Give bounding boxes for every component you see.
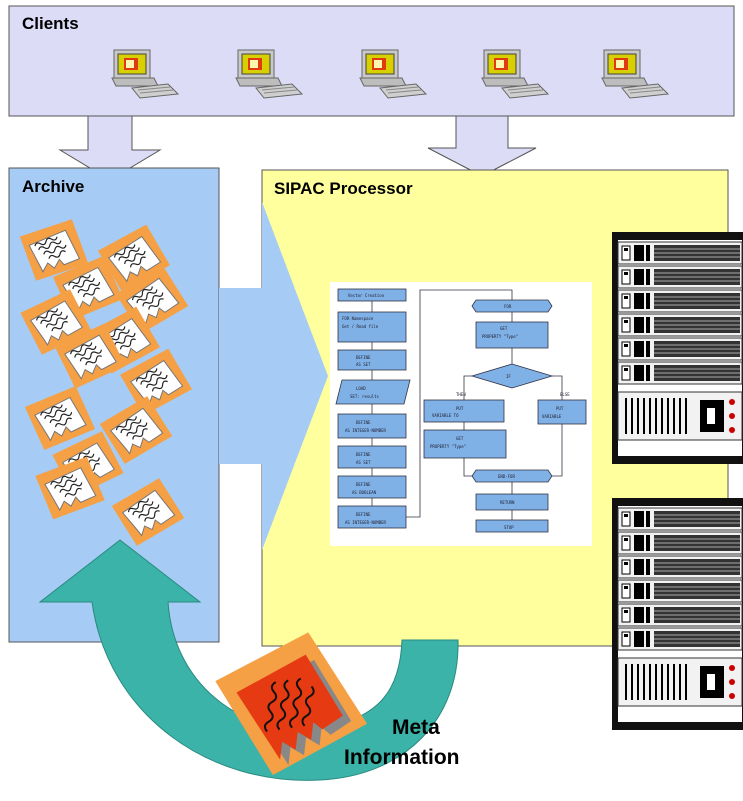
svg-text:STOP: STOP <box>504 525 514 530</box>
meta-document-icon <box>215 632 368 776</box>
svg-text:VARIABLE TO: VARIABLE TO <box>432 413 459 418</box>
svg-text:PUT: PUT <box>456 406 464 411</box>
svg-text:Get / Read file: Get / Read file <box>342 324 379 329</box>
svg-text:DEFINE: DEFINE <box>356 512 371 517</box>
svg-text:THEN: THEN <box>456 392 466 397</box>
svg-text:SET: results: SET: results <box>350 394 379 399</box>
clients-to-processor-arrow <box>427 115 537 177</box>
svg-text:PROPERTY "Type": PROPERTY "Type" <box>482 334 518 339</box>
svg-text:LOAD: LOAD <box>356 386 366 391</box>
svg-text:AS SET: AS SET <box>356 362 371 367</box>
meta-label-line1: Meta <box>392 716 440 739</box>
svg-text:ELSE: ELSE <box>560 392 570 397</box>
clients-label: Clients <box>22 14 79 33</box>
svg-text:DEFINE: DEFINE <box>356 355 371 360</box>
archive-to-processor-arrow <box>219 202 328 550</box>
svg-text:DEFINE: DEFINE <box>356 452 371 457</box>
svg-text:RETURN: RETURN <box>500 500 515 505</box>
svg-text:AS BOOLEAN: AS BOOLEAN <box>352 490 377 495</box>
clients-to-archive-arrow <box>58 115 162 181</box>
server-rack-icon <box>612 232 743 464</box>
svg-text:PROPERTY "Type": PROPERTY "Type" <box>430 444 466 449</box>
svg-text:AS INTEGER-NUMBER: AS INTEGER-NUMBER <box>345 428 387 433</box>
svg-text:IF: IF <box>506 374 511 379</box>
svg-text:AS INTEGER-NUMBER: AS INTEGER-NUMBER <box>345 520 387 525</box>
svg-text:Vector Creation: Vector Creation <box>348 293 385 298</box>
svg-text:END-FOR: END-FOR <box>498 474 515 479</box>
server-rack-icon <box>612 498 743 730</box>
svg-text:DEFINE: DEFINE <box>356 482 371 487</box>
svg-text:GET: GET <box>456 436 464 441</box>
svg-text:DEFINE: DEFINE <box>356 420 371 425</box>
svg-text:AS SET: AS SET <box>356 460 371 465</box>
svg-text:VARIABLE: VARIABLE <box>542 414 562 419</box>
svg-text:GET: GET <box>500 326 508 331</box>
svg-text:PUT: PUT <box>556 406 564 411</box>
svg-text:FOR: FOR <box>504 304 512 309</box>
svg-text:FOR Namespace: FOR Namespace <box>342 316 374 321</box>
meta-label-line2: Information <box>344 746 460 769</box>
processor-label: SIPAC Processor <box>274 179 413 198</box>
flowchart-image: Vector Creation FOR Namespace Get / Read… <box>330 282 592 546</box>
archive-label: Archive <box>22 177 85 196</box>
